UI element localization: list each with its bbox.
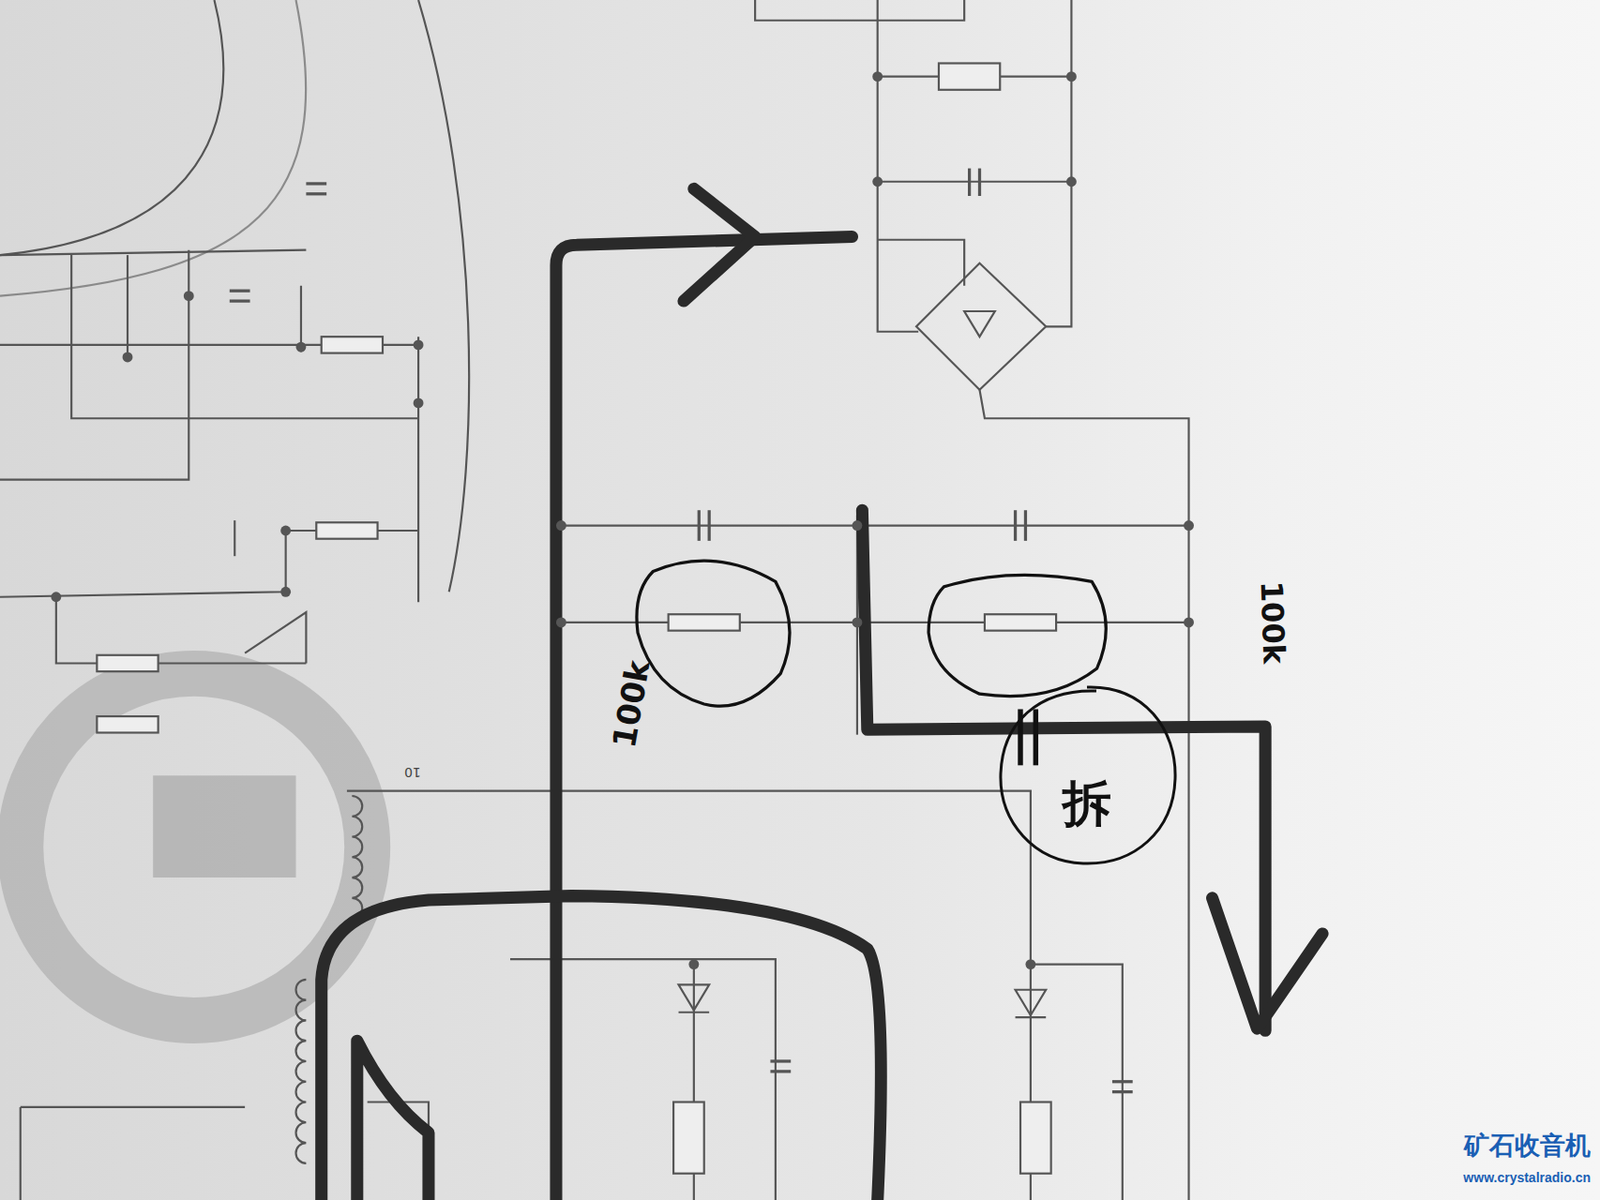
handwritten-value: 100k bbox=[1252, 580, 1292, 665]
junction-dots bbox=[50, 71, 1194, 970]
hand-circles bbox=[636, 560, 1106, 707]
watermark: 矿石收音机 bbox=[1464, 1129, 1591, 1163]
marker-lines bbox=[321, 188, 1323, 1200]
thin-wires bbox=[0, 0, 1190, 1200]
resistor-symbols bbox=[96, 62, 1057, 1174]
transformer-coils bbox=[20, 796, 429, 1200]
circled-mark: 拆 bbox=[993, 681, 1181, 870]
pin-number: 10 bbox=[404, 765, 422, 781]
capacitor-symbols bbox=[229, 168, 1133, 1093]
toroid-ring bbox=[20, 673, 368, 1021]
core-shade bbox=[152, 775, 296, 878]
watermark-url: www.crystalradio.cn bbox=[1463, 1170, 1591, 1186]
handwritten-note: 拆 bbox=[1062, 771, 1112, 838]
